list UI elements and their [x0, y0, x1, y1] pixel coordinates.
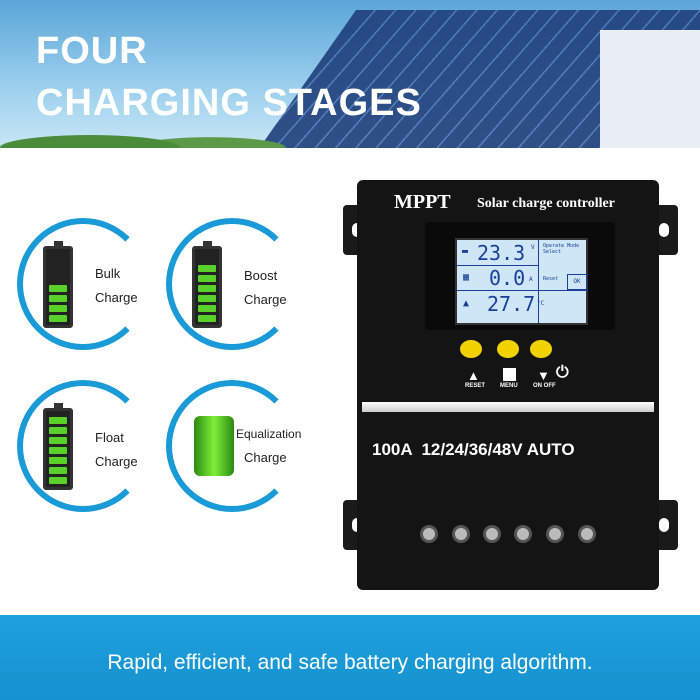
- subtitle: Solar charge controller: [477, 196, 615, 211]
- stage-label: Charge: [244, 292, 287, 307]
- up-arrow-icon: ▲: [467, 368, 480, 383]
- terminal-screw: [546, 525, 564, 543]
- footer-band: Rapid, efficient, and safe battery charg…: [0, 615, 700, 700]
- terminal-screw: [578, 525, 596, 543]
- house-wall: [600, 30, 700, 148]
- footer-text: Rapid, efficient, and safe battery charg…: [107, 651, 593, 674]
- stage-label: Boost: [244, 268, 278, 283]
- rating-text: 100A 12/24/36/48V AUTO: [372, 440, 575, 459]
- stage-label: Charge: [244, 450, 287, 465]
- lcd-screen: ▬ 23.3 V ▦ 0.0 A ▲ 27.7 °C Operate Mode …: [455, 238, 588, 325]
- power-icon: ⏻: [556, 364, 569, 381]
- terminal-screw: [420, 525, 438, 543]
- load-icon: ▲: [463, 298, 470, 309]
- stage-label: Charge: [95, 454, 138, 469]
- voltage-unit: V: [531, 244, 535, 251]
- battery-icon: [192, 241, 222, 328]
- mode-label: Operate Mode Select: [543, 243, 580, 255]
- battery-icon: ▬: [462, 246, 469, 257]
- reset-label: Reset: [543, 276, 559, 282]
- stage-label: Charge: [95, 290, 138, 305]
- terminal-screw: [514, 525, 532, 543]
- battery-voltage: 23.3: [477, 241, 526, 265]
- stage-label: Float: [95, 430, 124, 445]
- menu-label: MENU: [500, 383, 518, 389]
- stage-label: Equalization: [236, 427, 302, 441]
- stage-float: Float Charge: [17, 380, 149, 512]
- temperature: 27.7: [487, 292, 536, 316]
- brand: MPPT: [394, 191, 451, 213]
- ok-label: OK: [567, 274, 587, 290]
- banner-title-line1: FOUR: [36, 30, 148, 72]
- white-stripe: [362, 402, 654, 412]
- onoff-label: ON OFF: [533, 383, 556, 389]
- banner-title-line2: CHARGING STAGES: [36, 82, 422, 124]
- stage-boost: Boost Charge: [166, 218, 298, 350]
- current-unit: A: [529, 276, 533, 283]
- temp-unit: °C: [537, 300, 545, 307]
- terminal-screw: [452, 525, 470, 543]
- reset-label: RESET: [465, 383, 486, 389]
- solar-panel-icon: ▦: [463, 272, 470, 283]
- stage-equalization: Equalization Charge: [166, 380, 302, 512]
- menu-button[interactable]: [497, 340, 519, 358]
- menu-icon: [503, 368, 516, 381]
- banner: FOUR CHARGING STAGES: [0, 0, 700, 148]
- onoff-button[interactable]: [530, 340, 552, 358]
- terminal-screw: [483, 525, 501, 543]
- glowing-battery-icon: [194, 416, 234, 476]
- pv-current: 0.0: [489, 266, 526, 290]
- trees: [0, 118, 300, 148]
- reset-button[interactable]: [460, 340, 482, 358]
- down-arrow-icon: ▼: [537, 368, 550, 383]
- battery-icon: [43, 403, 73, 490]
- battery-icon: [43, 241, 73, 328]
- stage-label: Bulk: [95, 266, 121, 281]
- stage-bulk: Bulk Charge: [17, 218, 149, 350]
